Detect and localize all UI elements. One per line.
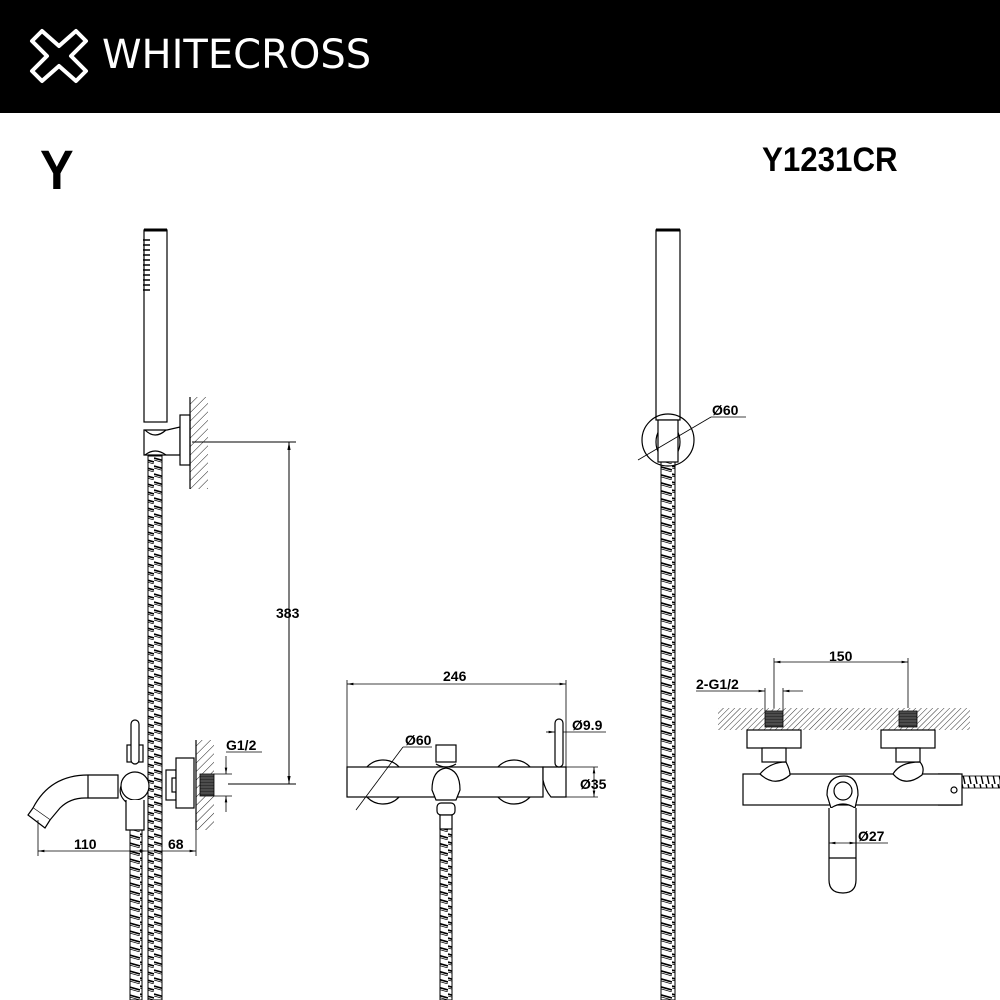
model-number: Y1231CR xyxy=(762,141,898,179)
top-view xyxy=(696,658,1000,894)
dim-wall-offset: 68 xyxy=(168,836,184,852)
dim-holder-height: 383 xyxy=(276,605,300,621)
holder-front-view xyxy=(637,228,746,1000)
dim-body-diameter: Ø35 xyxy=(580,776,607,792)
white-cross-logo-icon xyxy=(30,29,88,83)
dim-body-width: 246 xyxy=(443,668,467,684)
dim-escutcheon-diameter: Ø60 xyxy=(405,732,432,748)
dim-inlets: 2-G1/2 xyxy=(696,676,739,692)
dim-spout-diameter: Ø27 xyxy=(858,828,885,844)
front-view xyxy=(346,680,606,1000)
series-letter: Y xyxy=(40,138,74,201)
side-view xyxy=(27,228,296,1000)
dim-spout-projection: 110 xyxy=(74,836,97,852)
dim-holder-diameter: Ø60 xyxy=(712,402,739,418)
brand-header: WHITECROSS xyxy=(0,0,1000,113)
dim-lever-diameter: Ø9.9 xyxy=(572,717,603,733)
brand-name: WHITECROSS xyxy=(102,32,372,78)
dim-inlet-spacing: 150 xyxy=(829,648,853,664)
dim-connection-g12: G1/2 xyxy=(226,737,257,753)
